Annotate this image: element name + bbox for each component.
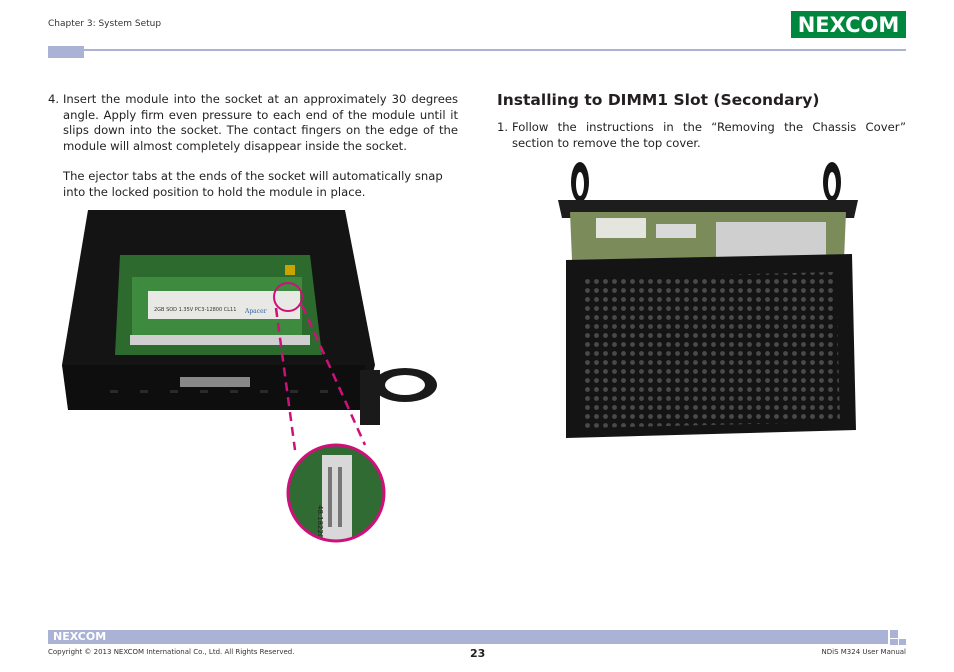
chapter-title: Chapter 3: System Setup xyxy=(48,19,162,29)
memory-install-photo: 2GB SOD 1.35V PC3-12800 CL11 Apacer 48.1… xyxy=(62,210,437,550)
section-heading: Installing to DIMM1 Slot (Secondary) xyxy=(497,91,820,109)
page-number: 23 xyxy=(470,647,486,660)
step-4-text: Insert the module into the socket at an … xyxy=(63,92,458,153)
footer-square xyxy=(890,630,898,638)
ejector-paragraph: The ejector tabs at the ends of the sock… xyxy=(63,169,443,199)
module-brand: Apacer xyxy=(244,308,267,315)
zoom-label: 48.18220.090 xyxy=(316,505,324,550)
step-4: 4. Insert the module into the socket at … xyxy=(48,92,458,154)
copyright: Copyright © 2013 NEXCOM International Co… xyxy=(48,648,295,656)
manual-title: NDiS M324 User Manual xyxy=(821,648,906,656)
footer-square xyxy=(899,639,906,645)
step-1: 1. Follow the instructions in the “Remov… xyxy=(497,120,906,151)
chassis-cover-photo xyxy=(558,162,858,438)
step-4-number: 4. xyxy=(48,92,60,106)
step-1-text: Follow the instructions in the “Removing… xyxy=(512,120,906,150)
footer-square xyxy=(890,639,898,645)
footer-logo: NEXCOM xyxy=(53,630,107,643)
header-rule xyxy=(48,49,906,51)
nexcom-logo: NEXCOM xyxy=(791,11,906,38)
header-accent-block xyxy=(48,46,84,58)
module-label: 2GB SOD 1.35V PC3-12800 CL11 xyxy=(154,307,236,313)
footer-band xyxy=(48,630,888,644)
step-1-number: 1. xyxy=(497,120,509,134)
